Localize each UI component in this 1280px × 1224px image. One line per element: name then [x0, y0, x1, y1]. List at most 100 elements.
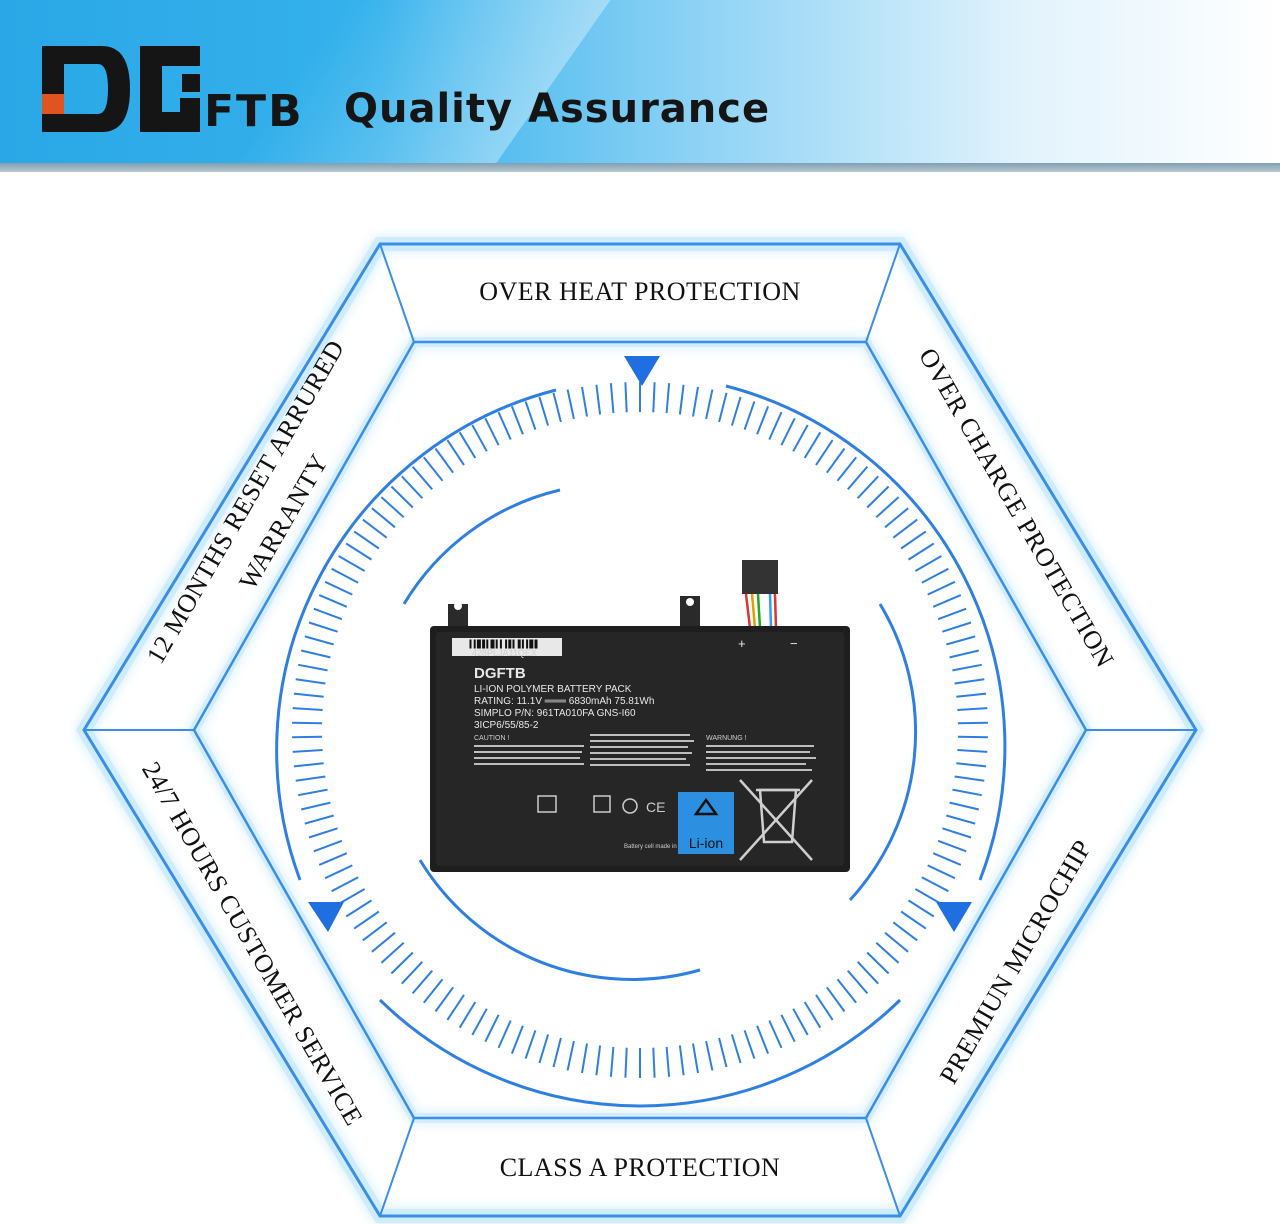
- ring-tick: [866, 485, 890, 509]
- ring-tick: [937, 607, 967, 621]
- ring-tick: [932, 852, 962, 866]
- ring-tick: [942, 621, 972, 633]
- ring-tick: [581, 1043, 588, 1074]
- ring-tick: [884, 507, 909, 529]
- ring-tick: [458, 431, 477, 459]
- ring-tick: [304, 814, 334, 825]
- barcode-bar: [499, 639, 502, 649]
- tick-ring: [292, 382, 988, 1078]
- ring-tick: [298, 663, 328, 672]
- barcode-bar: [476, 639, 481, 649]
- ring-tick: [292, 735, 323, 739]
- ring-tick: [875, 942, 900, 964]
- ring-tick: [510, 406, 524, 435]
- ring-tick: [331, 567, 359, 584]
- barcode-bar: [512, 639, 515, 649]
- ring-tick: [497, 411, 512, 440]
- ring-tick: [371, 507, 396, 529]
- ring-tick: [497, 1020, 512, 1049]
- ring-tick: [313, 839, 343, 853]
- ring-tick: [956, 762, 987, 768]
- ring-tick: [946, 814, 976, 825]
- ring-tick: [362, 921, 388, 942]
- feature-class-a: CLASS A PROTECTION: [499, 1153, 781, 1182]
- barcode-bar: [521, 639, 524, 649]
- barcode-bar: [482, 639, 486, 649]
- triangle-markers: [308, 356, 972, 932]
- ring-tick: [952, 663, 982, 672]
- ring-tick: [338, 555, 366, 572]
- svg-text:CE: CE: [646, 799, 665, 815]
- battery-brand: DGFTB: [474, 665, 526, 682]
- ring-tick: [780, 417, 796, 446]
- ring-tick: [566, 389, 575, 420]
- ring-tick: [411, 465, 433, 490]
- battery-rating: RATING: 11.1V ═══ 6830mAh 75.81Wh: [474, 696, 654, 707]
- page-title: Quality Assurance: [344, 86, 771, 132]
- barcode-bar: [486, 639, 489, 649]
- ring-tick: [538, 1034, 550, 1064]
- ring-tick: [815, 439, 834, 466]
- ring-tick: [937, 839, 967, 853]
- ring-tick: [914, 555, 942, 572]
- logo-suffix: FTB: [204, 86, 304, 137]
- ring-tick: [792, 424, 809, 452]
- ring-tick: [705, 389, 714, 420]
- ring-tick: [524, 1029, 537, 1059]
- ring-tick: [324, 580, 353, 596]
- ring-tick: [866, 951, 890, 975]
- ring-tick: [665, 1046, 671, 1077]
- ring-tick: [756, 1025, 770, 1054]
- ring-tick: [743, 1029, 756, 1059]
- recycle-icon: [693, 797, 719, 816]
- ring-tick: [595, 384, 602, 415]
- ring-tick: [900, 530, 927, 550]
- ring-tick: [803, 1001, 822, 1029]
- ring-tick: [411, 970, 433, 995]
- battery-part-number: SIMPLO P/N: 961TA010FA GNS-I60: [474, 708, 636, 719]
- ring-tick: [624, 382, 628, 413]
- battery-caution: CAUTION !: [474, 735, 509, 742]
- ring-tick: [678, 1045, 685, 1076]
- ring-tick: [652, 1047, 656, 1078]
- terminal-minus: −: [790, 636, 798, 651]
- ring-tick: [957, 735, 988, 739]
- ring-tick: [932, 594, 962, 608]
- ring-tick: [471, 424, 488, 452]
- header-banner: FTB Quality Assurance: [0, 0, 1280, 172]
- barcode-bar: [490, 639, 495, 649]
- barcode-bar: [508, 639, 512, 649]
- hexagon-connectors: [84, 243, 1196, 1217]
- barcode: [469, 639, 538, 649]
- ring-tick: [942, 827, 972, 839]
- ring-tick: [446, 994, 465, 1021]
- ring-tick: [956, 692, 987, 698]
- ring-tick: [803, 431, 822, 459]
- ring-tick: [692, 386, 699, 417]
- ring-tick: [345, 542, 373, 561]
- ring-tick: [815, 994, 834, 1021]
- ring-tick: [423, 456, 444, 482]
- ring-tick: [826, 447, 846, 474]
- liion-recycle-badge: [678, 792, 734, 854]
- battery-fine-print: [474, 734, 816, 771]
- ring-tick: [792, 1008, 809, 1036]
- ring-tick: [949, 801, 980, 811]
- barcode-bar: [469, 639, 472, 649]
- ring-tick: [484, 417, 500, 446]
- battery-warning: WARNUNG !: [706, 735, 747, 742]
- ring-tick: [471, 1008, 488, 1036]
- barcode-bar: [495, 639, 498, 649]
- ring-tick: [756, 406, 770, 435]
- ring-tick: [768, 411, 783, 440]
- ring-tick: [678, 384, 685, 415]
- ring-tick: [538, 396, 550, 426]
- ring-tick: [318, 594, 348, 608]
- ring-tick: [957, 721, 988, 725]
- ring-tick: [552, 392, 562, 423]
- barcode-bar: [534, 639, 538, 649]
- ring-tick: [927, 580, 956, 596]
- ring-tick: [401, 475, 424, 499]
- ring-tick: [892, 518, 918, 539]
